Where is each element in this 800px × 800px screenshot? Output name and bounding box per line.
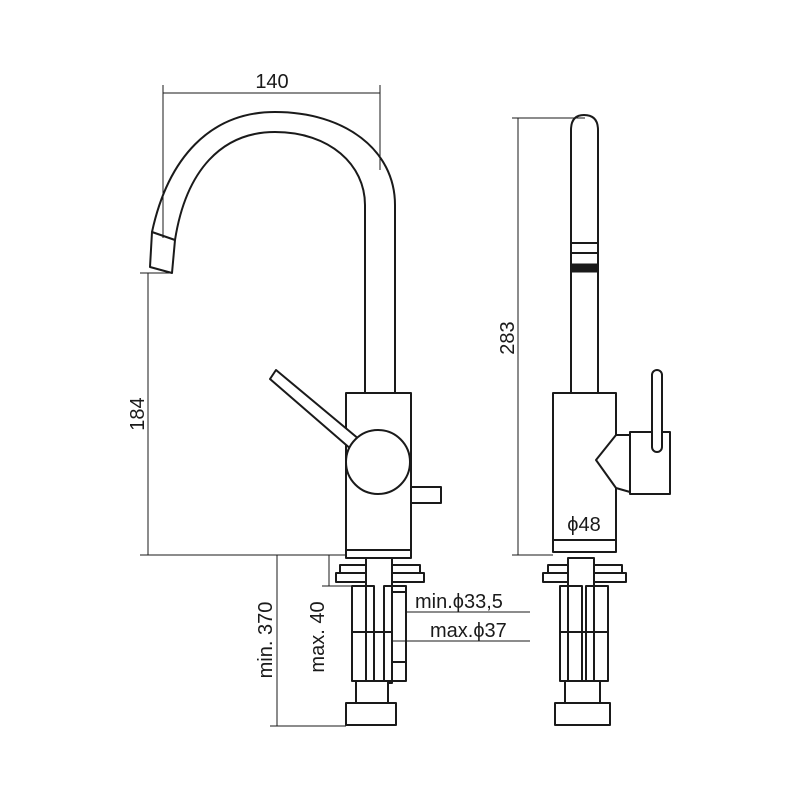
dimension-lines: [140, 85, 585, 727]
side-hose-fitting: [554, 702, 611, 726]
side-cartridge-cap: [629, 431, 671, 495]
popup-knob: [410, 486, 442, 504]
dimension-min-hole: min.ϕ33,5: [415, 591, 503, 613]
side-lever: [651, 369, 663, 453]
dimension-max-deck-thickness: max. 40: [307, 601, 329, 672]
base-plate: [345, 549, 412, 559]
side-view: [542, 114, 671, 726]
spout-tip: [149, 231, 176, 274]
dimension-min-hose-length: min. 370: [255, 602, 277, 679]
spout-gooseneck: [151, 111, 396, 394]
threaded-stud: [365, 557, 393, 684]
dimension-total-height: 283: [497, 321, 519, 354]
dimension-spout-height: 184: [127, 397, 149, 430]
dimension-width: 140: [255, 71, 288, 93]
dimension-max-hole: max.ϕ37: [430, 620, 507, 642]
cartridge-cap: [345, 429, 411, 495]
side-aerator: [570, 242, 599, 254]
hose-tube: [391, 591, 407, 663]
hose-fitting: [345, 702, 397, 726]
side-aerator-mesh: [570, 263, 599, 273]
dimension-base-diameter: ϕ48: [567, 514, 600, 536]
front-view: [149, 111, 442, 726]
side-base-plate: [552, 539, 617, 553]
